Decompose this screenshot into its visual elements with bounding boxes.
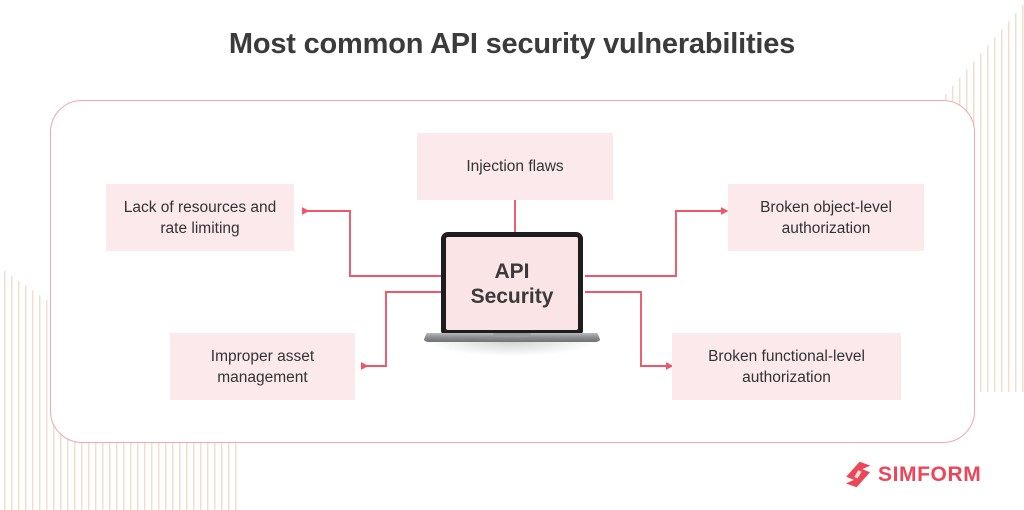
- vulnerability-box-lack-of-resources[interactable]: Lack of resources and rate limiting: [106, 184, 294, 251]
- vulnerability-label: Broken functional-level authorization: [708, 347, 865, 386]
- center-node-label-line2: Security: [470, 284, 554, 308]
- vulnerability-label: Improper asset management: [210, 347, 315, 386]
- laptop-notch: [493, 333, 531, 337]
- laptop-shadow: [429, 342, 595, 356]
- simform-logo-icon: [845, 461, 871, 488]
- center-node-label-line1: API: [494, 259, 530, 283]
- vulnerability-label: Broken object-level authorization: [760, 198, 892, 237]
- brand-logo: SIMFORM: [845, 461, 981, 488]
- vulnerability-label: Lack of resources and rate limiting: [123, 198, 277, 237]
- vulnerability-box-broken-functional-level[interactable]: Broken functional-level authorization: [672, 333, 901, 400]
- vulnerability-box-improper-asset-management[interactable]: Improper asset management: [170, 333, 355, 400]
- page-title: Most common API security vulnerabilities: [228, 28, 796, 60]
- vulnerability-box-broken-object-level[interactable]: Broken object-level authorization: [728, 184, 924, 251]
- vulnerability-box-injection-flaws[interactable]: Injection flaws: [417, 133, 613, 200]
- brand-name: SIMFORM: [878, 462, 982, 486]
- laptop-base: [423, 333, 601, 342]
- vulnerability-label: Injection flaws: [466, 158, 564, 175]
